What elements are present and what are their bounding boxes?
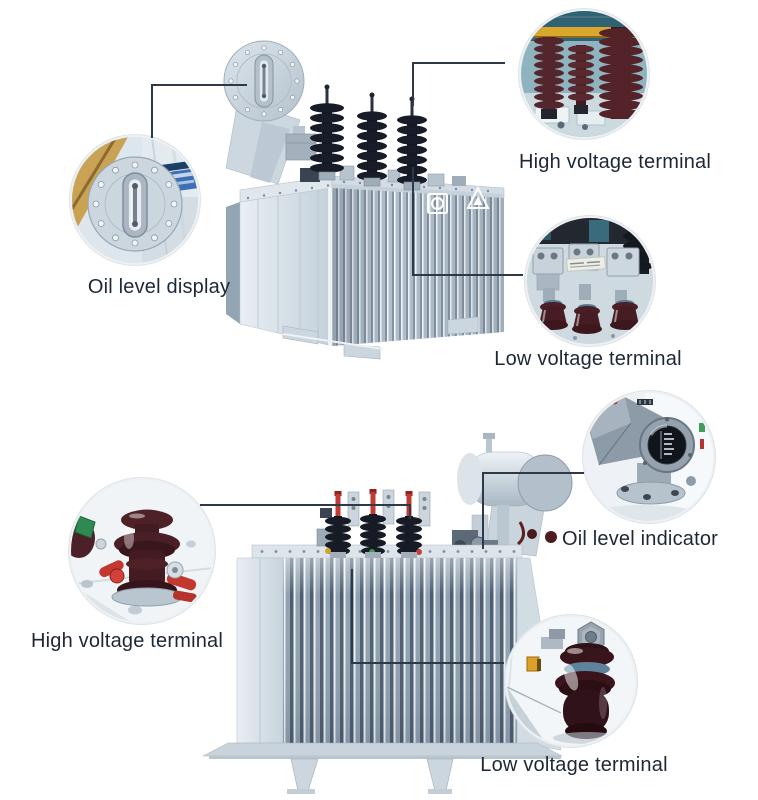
red-wing-clamps: [99, 560, 197, 603]
flange-bolts: [92, 161, 178, 247]
transformer-photo-bottom: [202, 433, 573, 794]
crane-beam: [521, 27, 647, 36]
tank-left-fin-edge: [226, 202, 240, 324]
callout-oil-level-indicator: [585, 393, 713, 521]
conservator-flange: [223, 40, 305, 122]
label-low-voltage-terminal-top: Low voltage terminal: [494, 348, 682, 370]
label-high-voltage-terminal-bottom: High voltage terminal: [30, 630, 224, 652]
hv-bushings-top: [300, 84, 466, 191]
callout-high-voltage-terminal-top: [521, 11, 647, 137]
callout-oil-level-display: [72, 137, 198, 263]
hv-ceramic-bushing: [111, 509, 183, 607]
tank-radiator-fins-bottom: [283, 558, 517, 743]
callout-high-voltage-terminal-bottom: [71, 480, 213, 622]
green-clamp: [74, 515, 96, 539]
oil-gauge-tube: [122, 172, 148, 238]
callout-low-voltage-terminal-top: [527, 218, 653, 344]
label-high-voltage-terminal-top: High voltage terminal: [518, 151, 712, 173]
label-oil-level-display: Oil level display: [87, 276, 231, 298]
tank-base: [282, 316, 479, 360]
label-low-voltage-terminal-bottom: Low voltage terminal: [480, 754, 668, 776]
terminal-clamps: [532, 243, 640, 304]
hv-bushing-stacks: [534, 27, 643, 119]
tank-base-bottom: [202, 742, 563, 794]
callout-low-voltage-terminal-bottom: [507, 617, 635, 745]
lv-ceramic-bushings: [538, 300, 640, 334]
label-oil-level-indicator: Oil level indicator: [561, 528, 719, 550]
gauge-dial: [639, 417, 695, 473]
hv-bushings-bottom: [320, 489, 431, 558]
